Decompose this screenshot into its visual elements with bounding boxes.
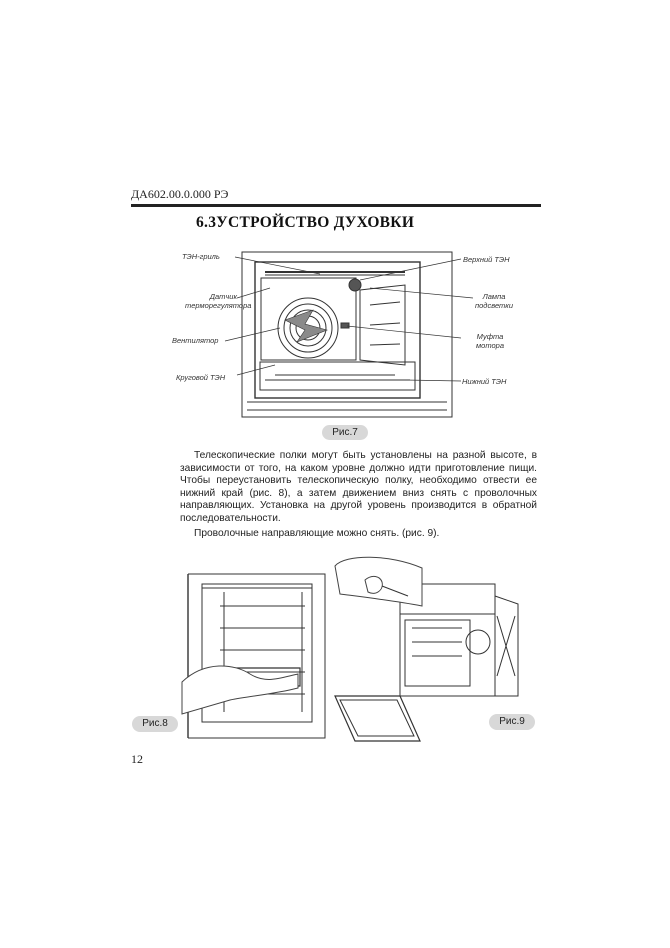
- paragraph-1: Телескопические полки могут быть установ…: [180, 450, 537, 524]
- section-title: 6.3УСТРОЙСТВО ДУХОВКИ: [196, 214, 414, 232]
- section-number: 6.3: [196, 214, 217, 231]
- page-number: 12: [131, 752, 143, 766]
- label-ring: Круговой ТЭН: [176, 373, 226, 382]
- label-coupling-line1: Муфта: [476, 332, 504, 341]
- oven-diagram: [224, 251, 474, 418]
- section-title-text: УСТРОЙСТВО ДУХОВКИ: [216, 214, 415, 231]
- figure-7: ТЭН-гриль Датчик терморегулятора Вентиля…: [155, 250, 525, 422]
- label-fan: Вентилятор: [172, 336, 219, 345]
- label-sensor-line1: Датчик: [209, 292, 237, 301]
- label-coupling: Муфта мотора: [476, 332, 504, 350]
- figure-7-caption: Рис.7: [322, 425, 368, 440]
- label-bottom: Нижний ТЭН: [462, 377, 507, 386]
- label-lamp-line2: подсветки: [475, 301, 513, 310]
- figure-8-drawing: [181, 573, 326, 739]
- label-lamp-line1: Лампа: [482, 292, 506, 301]
- label-grill: ТЭН-гриль: [182, 252, 220, 261]
- label-sensor-line2: терморегулятора: [185, 301, 252, 310]
- figure-9-caption: Рис.9: [489, 714, 535, 730]
- document-code: ДА602.00.0.000 РЭ: [131, 187, 229, 201]
- header-rule: [131, 204, 541, 207]
- figure-9-drawing: [334, 556, 519, 742]
- label-lamp: Лампа подсветки: [475, 292, 513, 310]
- label-sensor: Датчик терморегулятора: [185, 292, 252, 310]
- figure-8-caption: Рис.8: [132, 716, 178, 732]
- paragraph-2: Проволочные направляющие можно снять. (р…: [194, 528, 440, 539]
- label-top: Верхний ТЭН: [463, 255, 510, 264]
- label-coupling-line2: мотора: [476, 341, 504, 350]
